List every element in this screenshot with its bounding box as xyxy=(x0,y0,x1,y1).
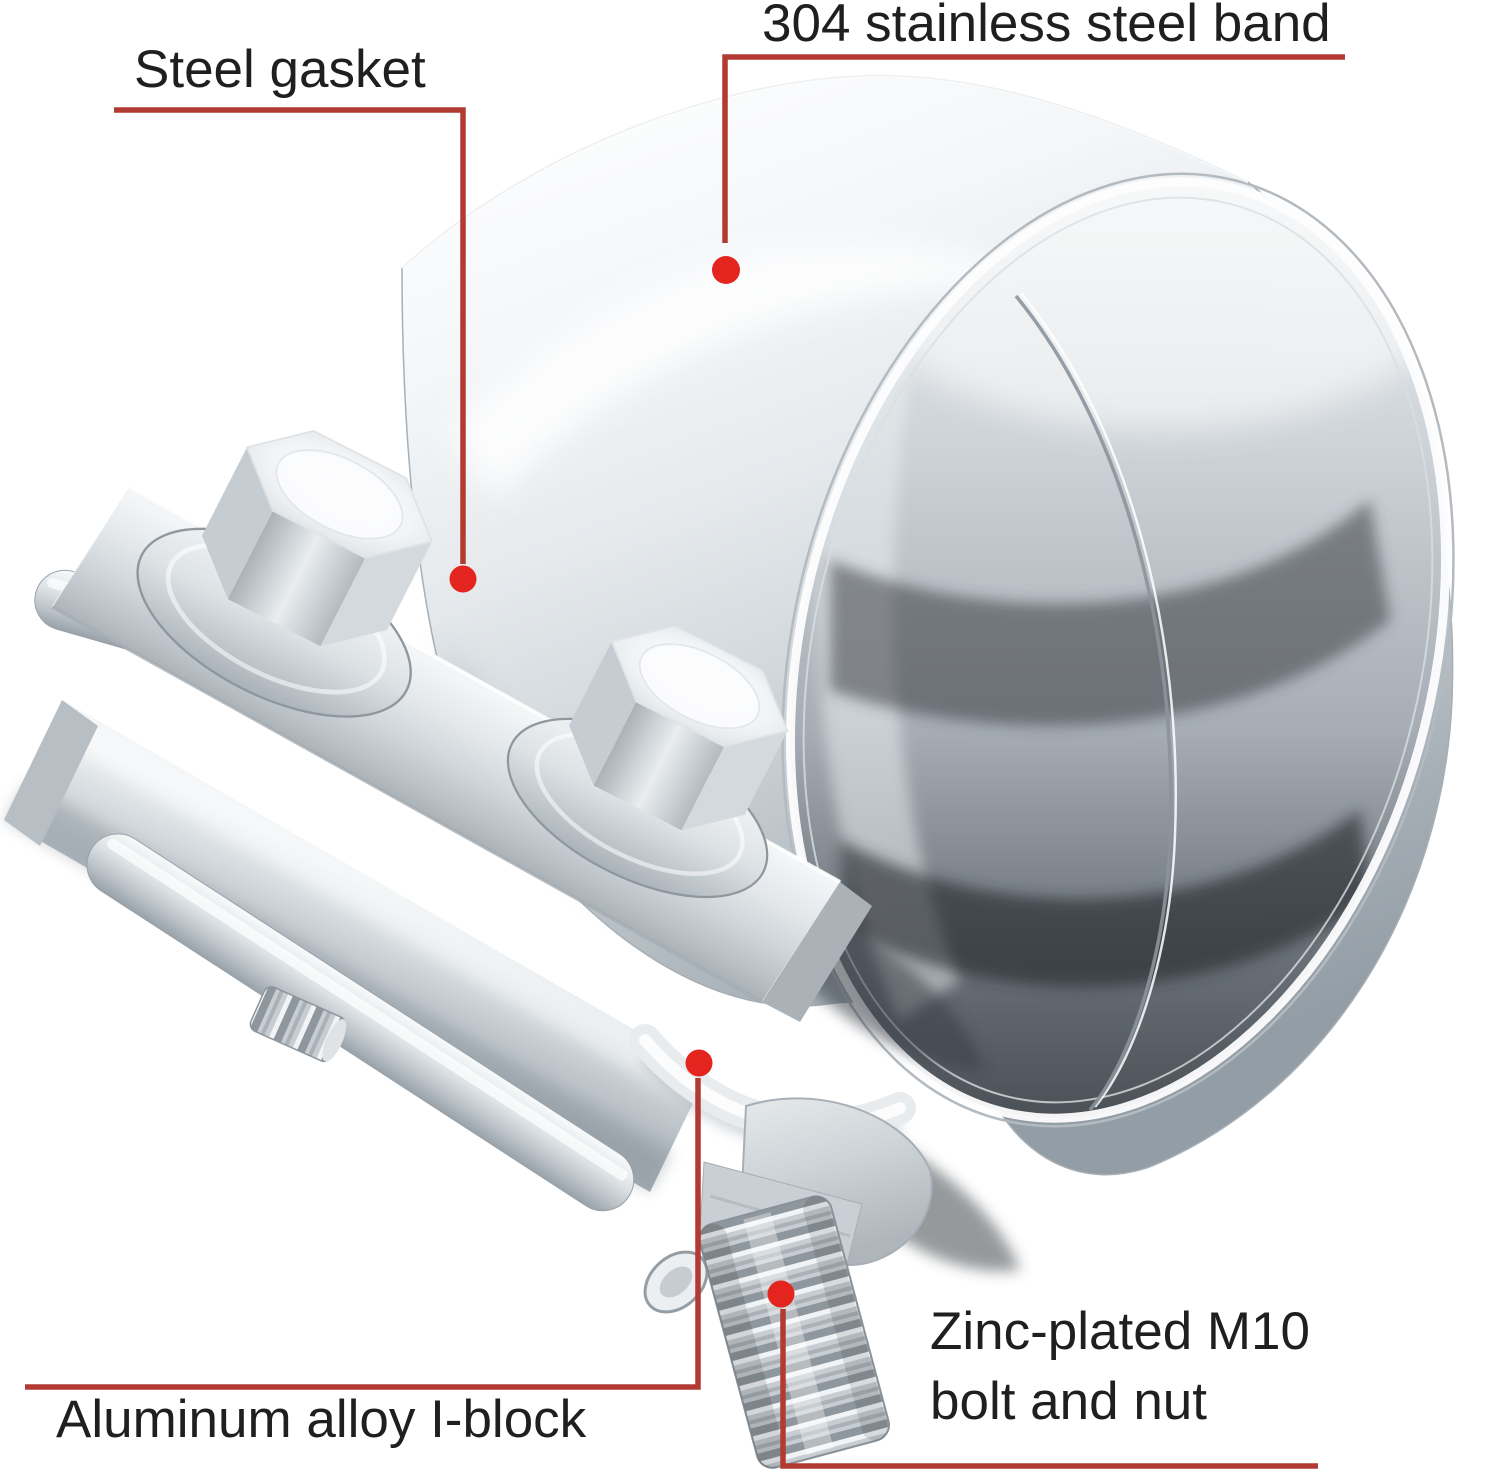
callout-m10-bolt-line xyxy=(780,1309,1318,1469)
bolt-thread-stub xyxy=(249,986,347,1063)
callout-m10-bolt-dot xyxy=(767,1280,795,1308)
callout-i-block-dot xyxy=(685,1049,713,1077)
band-seam-highlight xyxy=(1020,292,1177,1108)
callout-steel-gasket-line xyxy=(114,107,466,564)
gasket-bar-end-face xyxy=(762,882,872,1022)
m10-bolt-shaft xyxy=(698,1195,890,1469)
callout-steel-band-label: 304 stainless steel band xyxy=(762,0,1331,53)
callout-steel-gasket-dot xyxy=(449,565,477,593)
band-seam xyxy=(1014,294,1173,1112)
callout-m10-bolt-label-line1: Zinc-plated M10 xyxy=(930,1302,1311,1361)
callout-i-block-label: Aluminum alloy I-block xyxy=(56,1390,587,1449)
callout-m10-bolt-label-line2: bolt and nut xyxy=(930,1372,1208,1431)
callout-i-block-line xyxy=(25,1078,701,1390)
band-curl-end xyxy=(643,1250,709,1314)
callout-steel-band-line xyxy=(722,54,1345,243)
callout-steel-gasket-label: Steel gasket xyxy=(134,40,426,99)
band-top-edge-highlight xyxy=(400,74,1249,270)
callout-steel-band-dot xyxy=(712,256,740,284)
clamp-hardware xyxy=(4,387,1020,1469)
band-opening-rim xyxy=(781,172,1455,1128)
callout-m10-bolt-label: Zinc-plated M10 bolt and nut xyxy=(930,1297,1310,1437)
